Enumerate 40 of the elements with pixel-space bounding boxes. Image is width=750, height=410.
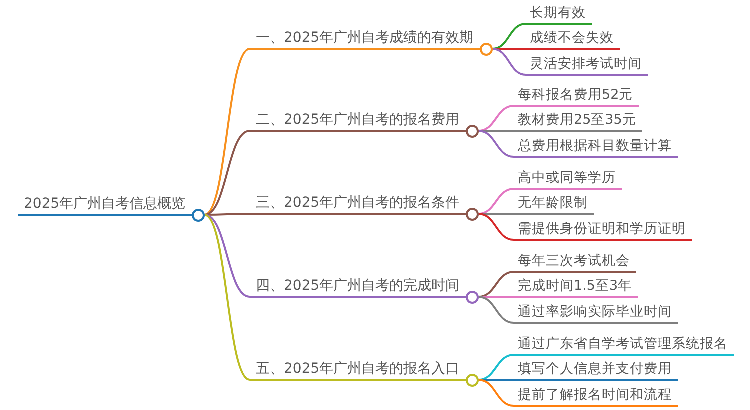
branch-connector [478,379,514,381]
leaf-topic: 长期有效 [526,3,592,25]
leaf-topic: 每科报名费用52元 [514,85,640,107]
leaf-topic: 高中或同等学历 [514,168,622,190]
branch-connector [204,48,251,216]
leaf-topic: 灵活安排考试时间 [526,54,648,76]
branch-connector [478,213,514,241]
branch-connector [478,105,514,132]
leaf-topic: 完成时间1.5至3年 [514,276,638,298]
branch-connector [204,130,250,216]
branch-topic: 一、2025年广州自考成绩的有效期 [250,28,480,50]
branch-connector [478,296,514,298]
branch-connector [478,354,514,381]
leaf-topic: 每年三次考试机会 [514,251,636,273]
leaf-topic: 无年龄限制 [514,193,594,215]
leaf-topic: 提前了解报名时间和流程 [514,385,678,407]
branch-topic: 四、2025年广州自考的完成时间 [250,276,466,298]
branch-connector [204,214,250,298]
branch-connector [478,271,514,298]
leaf-topic: 需提供身份证明和学历证明 [514,219,692,241]
leaf-topic: 填写个人信息并支付费用 [514,359,678,381]
branch-connector [492,48,526,50]
leaf-topic: 成绩不会失效 [526,28,620,50]
branch-connector [478,188,514,215]
leaf-topic: 总费用根据科目数量计算 [514,136,678,158]
branch-connector [478,213,514,215]
branch-connector [492,48,526,76]
branch-connector [492,23,526,50]
branch-connector [478,379,514,407]
branch-connector [204,214,251,381]
branch-connector [478,296,514,324]
branch-connector [478,130,514,158]
leaf-topic: 通过率影响实际毕业时间 [514,302,678,324]
leaf-topic: 教材费用25至35元 [514,110,642,132]
branch-connector [478,130,514,132]
root-topic: 2025年广州自考信息概览 [18,194,192,216]
branch-topic: 三、2025年广州自考的报名条件 [250,193,466,215]
branch-topic: 五、2025年广州自考的报名入口 [250,359,466,381]
leaf-topic: 通过广东省自学考试管理系统报名 [514,334,734,356]
branch-topic: 二、2025年广州自考的报名费用 [250,110,466,132]
